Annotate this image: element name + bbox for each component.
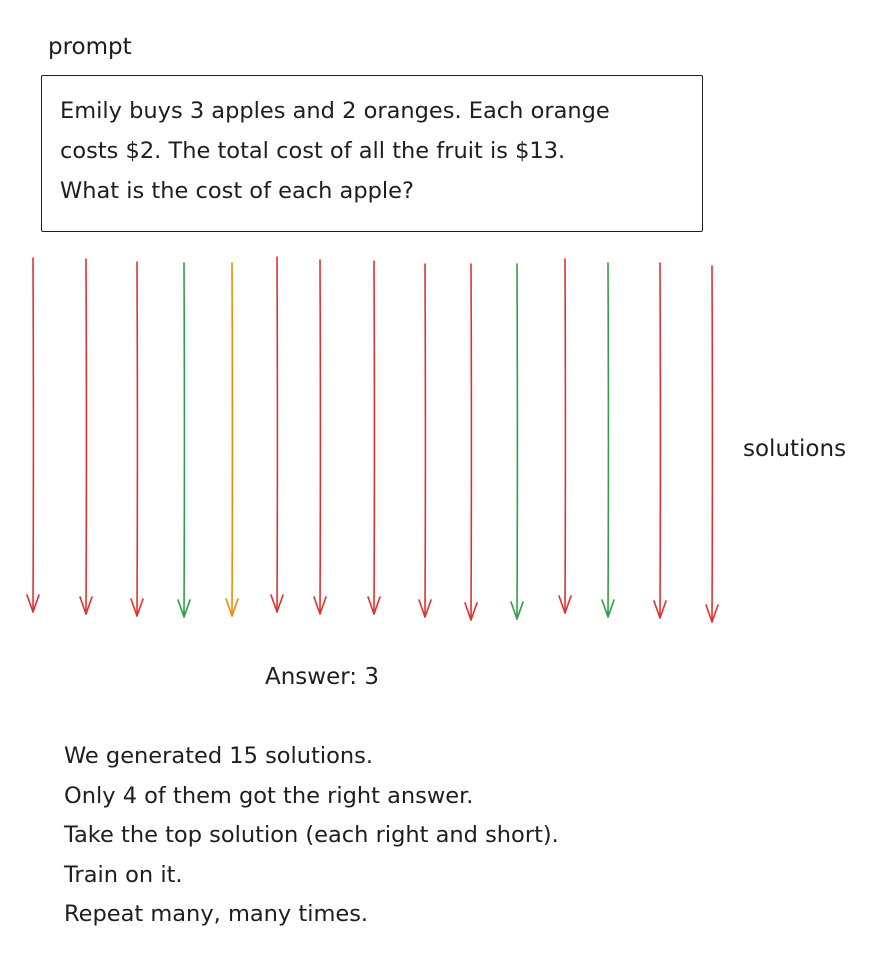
note-line: Only 4 of them got the right answer. bbox=[64, 782, 474, 809]
solution-arrow-right bbox=[177, 262, 191, 618]
prompt-label: prompt bbox=[48, 34, 132, 60]
solutions-label: solutions bbox=[743, 436, 847, 462]
note-line: We generated 15 solutions. bbox=[64, 743, 374, 769]
solution-arrow-wrong bbox=[418, 263, 432, 618]
solution-arrow-wrong bbox=[705, 265, 719, 623]
answer-label: Answer: 3 bbox=[265, 664, 380, 690]
solution-arrow-wrong bbox=[26, 257, 40, 613]
note-line: Repeat many, many times. bbox=[64, 901, 369, 927]
solution-arrow-partial bbox=[225, 262, 239, 617]
prompt-line: costs $2. The total cost of all the frui… bbox=[60, 138, 566, 164]
solution-arrow-wrong bbox=[367, 260, 381, 615]
solution-arrow-right bbox=[601, 262, 615, 618]
solution-arrow-wrong bbox=[313, 259, 327, 615]
solution-arrow-wrong bbox=[270, 256, 284, 613]
solution-arrow-right bbox=[510, 263, 524, 620]
solution-arrow-wrong bbox=[79, 258, 93, 615]
prompt-line: Emily buys 3 apples and 2 oranges. Each … bbox=[60, 98, 610, 124]
solution-arrow-wrong bbox=[653, 262, 667, 619]
solution-arrow-wrong bbox=[130, 261, 144, 617]
prompt-line: What is the cost of each apple? bbox=[60, 178, 414, 204]
solution-arrow-wrong bbox=[464, 263, 478, 621]
solution-arrow-wrong bbox=[558, 258, 572, 614]
note-line: Train on it. bbox=[64, 861, 183, 888]
notes: We generated 15 solutions. Only 4 of the… bbox=[64, 737, 559, 935]
prompt-box: Emily buys 3 apples and 2 oranges. Each … bbox=[41, 75, 703, 232]
note-line: Take the top solution (each right and sh… bbox=[64, 822, 559, 848]
